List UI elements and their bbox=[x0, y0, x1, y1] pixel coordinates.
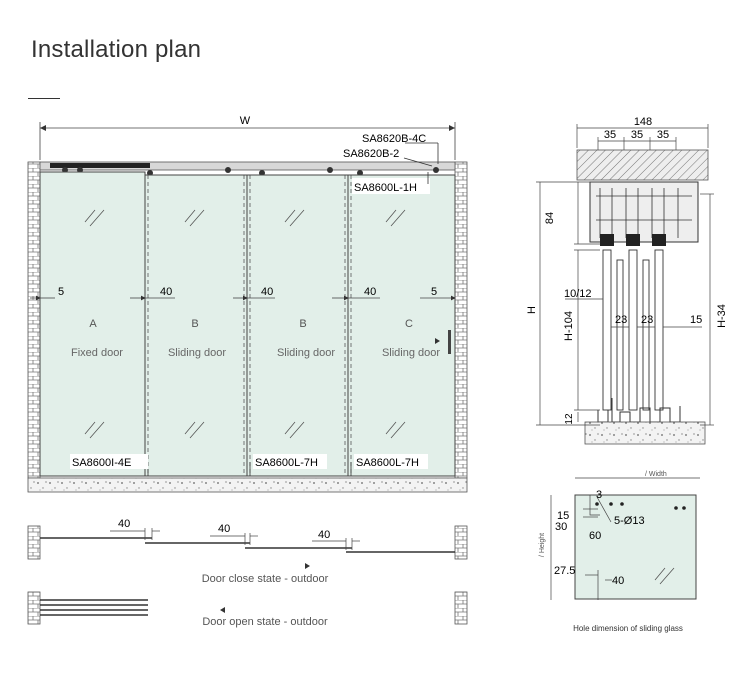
gap-left: 5 bbox=[58, 286, 64, 298]
glass-caption: Hole dimension of sliding glass bbox=[573, 624, 683, 633]
gap-right: 5 bbox=[431, 286, 437, 298]
dim-84: 84 bbox=[544, 212, 556, 224]
dim-15: 15 bbox=[690, 314, 702, 326]
top-profile bbox=[50, 163, 150, 168]
gap-1: 40 bbox=[160, 286, 172, 298]
glass-panel bbox=[574, 494, 697, 600]
glass-dim-60: 60 bbox=[589, 530, 601, 542]
gap-3: 40 bbox=[364, 286, 376, 298]
dim-h-104: H-104 bbox=[563, 311, 575, 341]
dim-12: 12 bbox=[564, 413, 575, 425]
dim-10-12: 10/12 bbox=[564, 288, 592, 300]
dim-23-b: 23 bbox=[641, 314, 653, 326]
close-state-label: Door close state - outdoor bbox=[202, 573, 329, 585]
right-wall bbox=[454, 161, 468, 479]
overlap-2: 40 bbox=[218, 523, 230, 535]
part-bottom-guide-c: SA8600L-7H bbox=[356, 457, 419, 469]
glass-holes: 5-Ø13 bbox=[614, 515, 645, 527]
ceiling-slab bbox=[576, 149, 709, 181]
glass-dim-30: 30 bbox=[555, 521, 567, 533]
panel-b2 bbox=[246, 174, 349, 477]
panel-a-letter: A bbox=[89, 318, 97, 330]
dim-h: H bbox=[526, 306, 538, 314]
glass-width-label: / Width bbox=[645, 471, 667, 478]
part-track: SA8620B-2 bbox=[343, 148, 399, 160]
floor bbox=[27, 477, 468, 493]
glass-height-label: / Height bbox=[539, 533, 546, 557]
spacing-1: 35 bbox=[604, 129, 616, 141]
part-top-profile: SA8620B-4C bbox=[362, 133, 426, 145]
panel-b2-letter: B bbox=[299, 318, 306, 330]
spacing-2: 35 bbox=[631, 129, 643, 141]
spacing-3: 35 bbox=[657, 129, 669, 141]
plan-open-state: Door open state - outdoor bbox=[27, 591, 468, 628]
width-label: W bbox=[240, 115, 251, 127]
track-profile bbox=[589, 181, 699, 243]
overlap-3: 40 bbox=[318, 529, 330, 541]
glass-dim-27-5: 27.5 bbox=[554, 565, 575, 577]
gap-2: 40 bbox=[261, 286, 273, 298]
left-wall bbox=[27, 161, 41, 479]
open-state-label: Door open state - outdoor bbox=[202, 616, 328, 628]
glass-dim-40: 40 bbox=[612, 575, 624, 587]
dim-h-34: H-34 bbox=[716, 304, 728, 328]
glass-dim-3: 3 bbox=[596, 489, 602, 501]
part-bottom-guide-a: SA8600I-4E bbox=[72, 457, 131, 469]
glass-hole-detail: / Width / Height 3 15 30 60 5-Ø13 27.5 4… bbox=[539, 471, 700, 633]
title-underline bbox=[28, 98, 60, 100]
panel-a-label: Fixed door bbox=[71, 347, 123, 359]
depth-148: 148 bbox=[634, 116, 652, 128]
top-track bbox=[39, 161, 456, 171]
glass-dim-15: 15 bbox=[557, 510, 569, 522]
panel-c-letter: C bbox=[405, 318, 413, 330]
part-bottom-guide-b: SA8600L-7H bbox=[255, 457, 318, 469]
glass-reflection-marks bbox=[84, 209, 406, 439]
section-floor bbox=[584, 421, 706, 445]
panel-b1-letter: B bbox=[191, 318, 198, 330]
part-upper-guide: SA8600L-1H bbox=[354, 182, 417, 194]
front-elevation: W bbox=[27, 115, 468, 493]
panel-b2-label: Sliding door bbox=[277, 347, 335, 359]
page-title: Installation plan bbox=[31, 36, 202, 63]
panel-b1-label: Sliding door bbox=[168, 347, 226, 359]
plan-close-state: 40 40 40 Door close state - outdoor bbox=[27, 518, 468, 585]
overlap-1: 40 bbox=[118, 518, 130, 530]
dim-23-a: 23 bbox=[615, 314, 627, 326]
panel-c bbox=[347, 174, 456, 477]
section-view: 148 35 35 35 bbox=[526, 116, 728, 445]
panel-c-label: Sliding door bbox=[382, 347, 440, 359]
door-handle bbox=[448, 330, 451, 354]
